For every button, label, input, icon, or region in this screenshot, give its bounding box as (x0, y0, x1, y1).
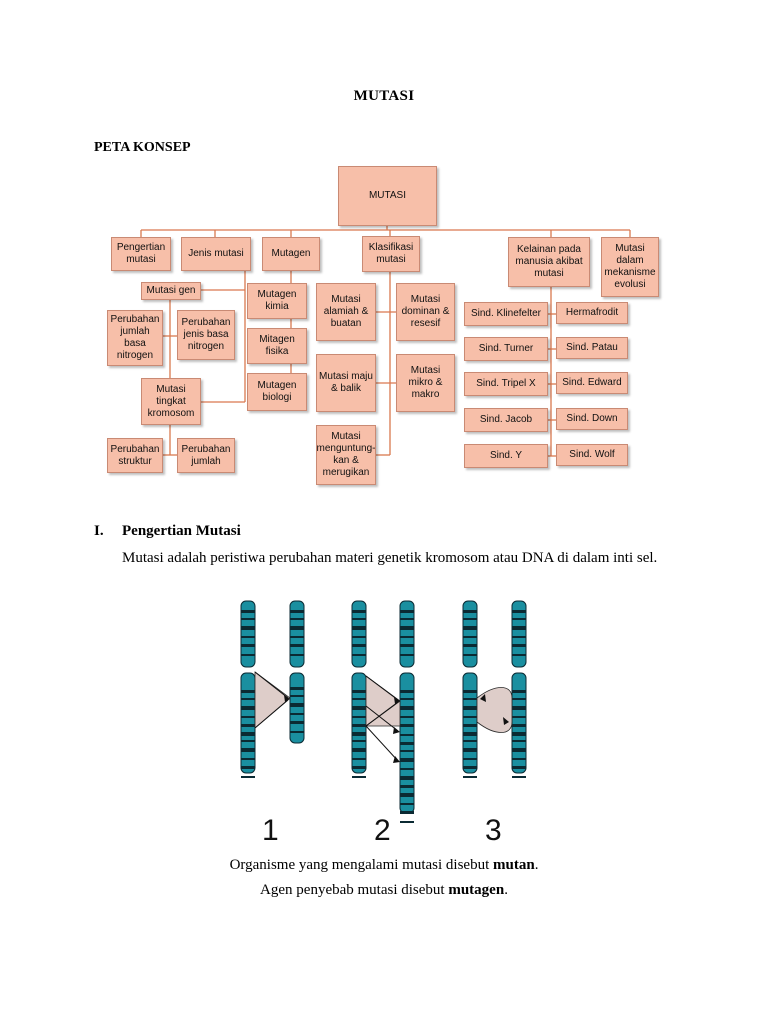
concept-map-heading: PETA KONSEP (94, 140, 191, 155)
map-root-mutasi: MUTASI (338, 166, 437, 226)
section-title: Pengertian Mutasi (122, 523, 241, 539)
map-sind-y: Sind. Y (464, 444, 548, 468)
map-sind-down: Sind. Down (556, 408, 628, 430)
map-sind-jacob: Sind. Jacob (464, 408, 548, 432)
closing-line2-suffix: . (504, 882, 508, 898)
figure-label-2: 2 (374, 814, 391, 847)
map-klasifikasi-mutasi: Klasifikasi mutasi (362, 236, 420, 272)
page-title: MUTASI (353, 88, 415, 104)
map-perubahan-jumlah-basa: Perubahan jumlah basa nitrogen (107, 310, 163, 366)
section-heading: I. Pengertian Mutasi (94, 523, 241, 540)
closing-line1-prefix: Organisme yang mengalami mutasi disebut (229, 857, 493, 873)
figure-label-3: 3 (485, 814, 502, 847)
closing-line-mutagen: Agen penyebab mutasi disebut mutagen. (0, 882, 768, 899)
map-sind-turner: Sind. Turner (464, 337, 548, 361)
map-mutagen: Mutagen (262, 237, 320, 271)
map-mutasi-maju-balik: Mutasi maju & balik (316, 354, 376, 412)
map-mutasi-mikro-makro: Mutasi mikro & makro (396, 354, 455, 412)
map-jenis-mutasi: Jenis mutasi (181, 237, 251, 271)
map-mutasi-tingkat-kromosom: Mutasi tingkat kromosom (141, 378, 201, 425)
map-mutasi-evolusi: Mutasi dalam mekanisme evolusi (601, 237, 659, 297)
term-mutagen: mutagen (448, 882, 505, 898)
section-number: I. (94, 523, 104, 539)
map-perubahan-struktur: Perubahan struktur (107, 438, 163, 473)
closing-line-mutan: Organisme yang mengalami mutasi disebut … (0, 857, 768, 874)
map-mutasi-gen: Mutasi gen (141, 282, 201, 300)
map-kelainan-manusia: Kelainan pada manusia akibat mutasi (508, 237, 590, 287)
map-perubahan-jenis-basa: Perubahan jenis basa nitrogen (177, 310, 235, 360)
map-sind-tripel-x: Sind. Tripel X (464, 372, 548, 396)
map-mutagen-biologi: Mutagen biologi (247, 373, 307, 411)
map-sind-wolf: Sind. Wolf (556, 444, 628, 466)
map-mutagen-fisika: Mitagen fisika (247, 328, 307, 364)
map-hermafrodit: Hermafrodit (556, 302, 628, 324)
map-mutasi-dominan-resesif: Mutasi dominan & resesif (396, 283, 455, 341)
figure-label-1: 1 (262, 814, 279, 847)
closing-line2-prefix: Agen penyebab mutasi disebut (260, 882, 449, 898)
map-mutasi-menguntungkan: Mutasi menguntung-kan & merugikan (316, 425, 376, 485)
map-sind-patau: Sind. Patau (556, 337, 628, 359)
map-mutagen-kimia: Mutagen kimia (247, 283, 307, 319)
term-mutan: mutan (493, 857, 535, 873)
map-mutasi-alamiah-buatan: Mutasi alamiah & buatan (316, 283, 376, 341)
map-pengertian-mutasi: Pengertian mutasi (111, 237, 171, 271)
chromosome-mutation-figure (240, 600, 527, 823)
closing-line1-suffix: . (534, 857, 539, 873)
map-sind-klinefelter: Sind. Klinefelter (464, 302, 548, 326)
section-paragraph: Mutasi adalah peristiwa perubahan materi… (122, 550, 658, 566)
map-sind-edward: Sind. Edward (556, 372, 628, 394)
map-perubahan-jumlah: Perubahan jumlah (177, 438, 235, 473)
